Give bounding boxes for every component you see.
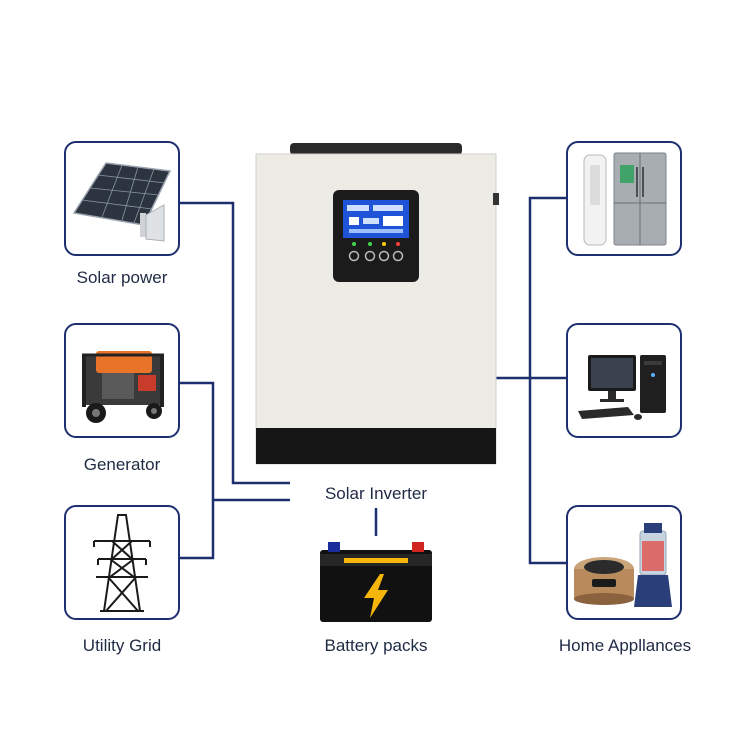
air-conditioner-refrigerator-icon: [583, 152, 667, 246]
output-box-kitchen: [566, 505, 682, 620]
generator-box: [64, 323, 180, 438]
input-label-utility: Utility Grid: [82, 636, 162, 655]
wire-generator: [179, 381, 290, 502]
storage-label: Battery packs: [324, 636, 428, 655]
output-box-computer: [566, 323, 682, 438]
rice-cooker-blender-icon: [574, 523, 672, 607]
transmission-tower-icon: [93, 514, 151, 612]
solar-inverter-icon: [255, 143, 499, 465]
solar-panel-icon: [72, 162, 172, 242]
outputs-label: Home Appllances: [558, 636, 692, 655]
input-label-solar: Solar power: [76, 268, 168, 287]
desktop-computer-icon: [578, 355, 666, 420]
generator-icon: [82, 351, 164, 423]
wire-solar: [179, 201, 290, 485]
utility-grid-box: [64, 505, 180, 620]
input-label-generator: Generator: [83, 455, 161, 474]
solar-power-box: [64, 141, 180, 256]
output-box-appliances-1: [566, 141, 682, 256]
wire-utility: [179, 500, 215, 560]
center-label: Solar Inverter: [324, 484, 428, 503]
wire-outputs: [528, 196, 566, 565]
battery-icon: [320, 542, 432, 622]
